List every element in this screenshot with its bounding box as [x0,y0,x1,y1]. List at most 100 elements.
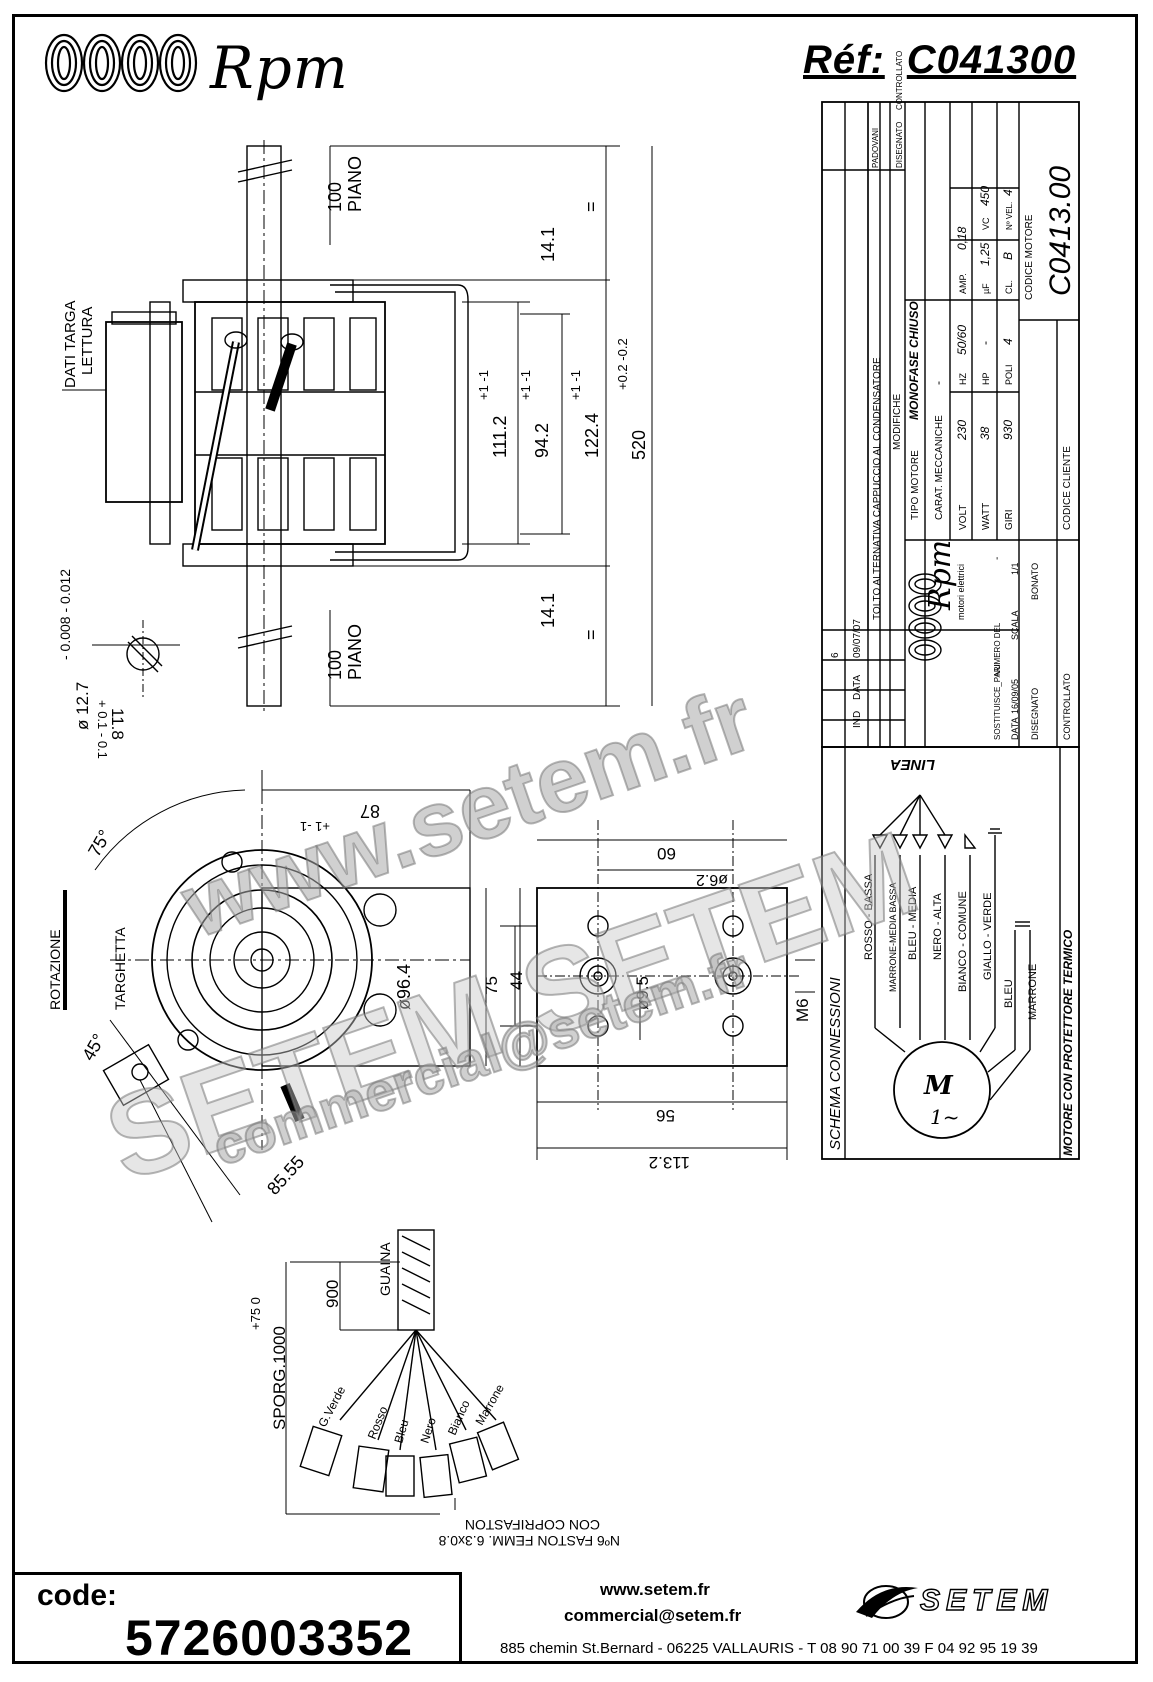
numero-del-value: - [992,557,1003,560]
title-block-brand-sub: motori elettrici [956,564,966,620]
dim-900: 900 [323,1280,342,1308]
disegnato-value: BONATO [1030,563,1040,600]
hz-label: HZ [958,373,968,385]
faston-line-1: Nº6 FASTON FEMM. 6.3x0.8 [438,1533,620,1549]
wire-nero-alta: NERO - ALTA [932,893,944,960]
connection-schema [821,746,1080,1160]
base-plate-view [500,820,815,1160]
hp-label: HP [981,372,991,385]
motor-symbol: M [923,1071,954,1101]
angle-45: 45° [78,1030,109,1064]
ref-value: C041300 [906,38,1077,82]
wire-bianco-comune: BIANCO - COMUNE [957,891,969,992]
dim-111-2: 111.2 [490,416,510,458]
dim-520-tol: +0.2 -0.2 [615,338,630,390]
motor-front-view [63,770,487,1223]
watt-value: 38 [978,426,992,440]
wire-giallo-verde: GIALLO - VERDE [982,893,994,980]
hp-value: - [978,341,992,345]
padovani: PADOVANI [871,128,880,168]
dim-piano-label-bottom: PIANO [345,624,365,680]
wire-bianco: Bianco [445,1398,473,1438]
motor-side-view [62,140,653,712]
dim-14-1-top: 14.1 [538,227,558,262]
contact-block: www.setem.fr commercial@setem.fr 885 che… [462,1572,1138,1664]
poli-value: 4 [1001,338,1015,345]
shaft-diameter: ø 12.7 [73,682,92,730]
rpm-logo: Rpm [42,28,362,104]
amp-value: 0,18 [955,226,969,250]
contact-web[interactable]: www.setem.fr [600,1580,710,1599]
sporg-label: SPORG.1000 [270,1326,289,1430]
data-value: 16/09/05 [1010,679,1020,714]
rev-date: 09/07/07 [852,619,863,658]
schema-title: SCHEMA CONNESSIONI [827,977,844,1150]
carat-mecc-label: CARAT. MECCANICHE [934,415,945,520]
angle-75: 75° [84,826,115,860]
codice-motore-value: C0413.00 [1044,166,1077,296]
schema-footer: MOTORE CON PROTETTORE TERMICO [1061,929,1075,1156]
codice-cliente-label: CODICE CLIENTE [1062,446,1073,530]
sporg-tol: +75 0 [248,1297,263,1330]
wire-g-verde: G.Verde [315,1384,348,1430]
rpm-coil-icon [44,33,198,93]
vc-label: VC [981,217,991,230]
m6-label: M6 [793,998,812,1022]
modifiche-label: MODIFICHE [892,394,903,450]
nvel-label: Nº VEL. [1005,202,1014,230]
shaft-flat: 11.8 [108,708,127,740]
data-col-label: DATA [852,674,863,700]
code-value: 5726003352 [125,1610,414,1666]
uf-label: µF [981,283,991,294]
setem-wordmark: SETEM [919,1583,1054,1617]
rev-index: 6 [830,652,841,658]
carat-mecc-value: - [931,381,945,385]
shaft-tolerance: - 0.008 - 0.012 [57,569,73,660]
dim-122-4-tol: +1 -1 [568,370,583,400]
dim-122-4: 122.4 [582,413,602,458]
nvel-value: 4 [1001,189,1015,196]
ref-label: Réf: [803,38,885,82]
guaina-label: GUAINA [377,1242,393,1296]
controllato-label: CONTROLLATO [1062,673,1072,740]
wire-nero: Nero [418,1416,439,1445]
faston-line-2: CON COPRIFASTON [465,1517,600,1533]
contact-email[interactable]: commercial@setem.fr [564,1606,742,1625]
cable-view [285,1229,520,1515]
wire-bleu-media: BLEU - MEDIA [907,886,919,960]
wire-bleu: BLEU [1003,979,1015,1008]
scala-label: SCALA [1010,610,1020,640]
wire-marrone-media-bassa: MARRONE-MEDIA BASSA [888,882,898,992]
volt-label: VOLT [958,505,969,530]
wire-bleu: Bleu [391,1418,411,1445]
rev-text: TOLTO ALTERNATIVA CAPPUCCIO AL CONDENSAT… [872,357,883,620]
dim-piano-label-top: PIANO [345,156,365,212]
dim-14-1-bottom: 14.1 [538,593,558,628]
lettura-label: LETTURA [79,307,96,375]
dim-9-5: ø9.5 [633,976,652,1010]
volt-value: 230 [955,420,969,441]
controllato-col: CONTROLLATO [895,51,904,110]
dim-113-2: 113.2 [649,1153,690,1172]
wire-rosso-bassa: ROSSO - BASSA [863,873,875,960]
cl-label: CL. [1004,280,1014,294]
wire-rosso: Rosso [365,1404,391,1441]
targhetta-label: TARGHETTA [112,927,128,1010]
ind-label: IND [852,711,863,728]
page-frame [12,14,1138,1664]
motor-phase: 1~ [930,1105,959,1129]
contact-address: 885 chemin St.Bernard - 06225 VALLAURIS … [500,1640,1038,1657]
giri-label: GIRI [1004,509,1015,530]
brand-name: Rpm [210,34,349,102]
code-label: code: [37,1579,118,1612]
dim-75: 75 [482,976,501,995]
dim-44: 44 [507,971,526,990]
dim-eq-top: = [581,201,601,212]
dim-94-2-tol: +1 -1 [518,370,533,400]
scala-value: 1/1 [1010,562,1020,575]
tipo-motore-label: TIPO MOTORE [910,450,921,520]
dim-piano-top: 100 [325,182,345,212]
cl-value: B [1001,252,1015,260]
dim-60: 60 [657,844,676,863]
vc-value: 450 [978,186,992,206]
